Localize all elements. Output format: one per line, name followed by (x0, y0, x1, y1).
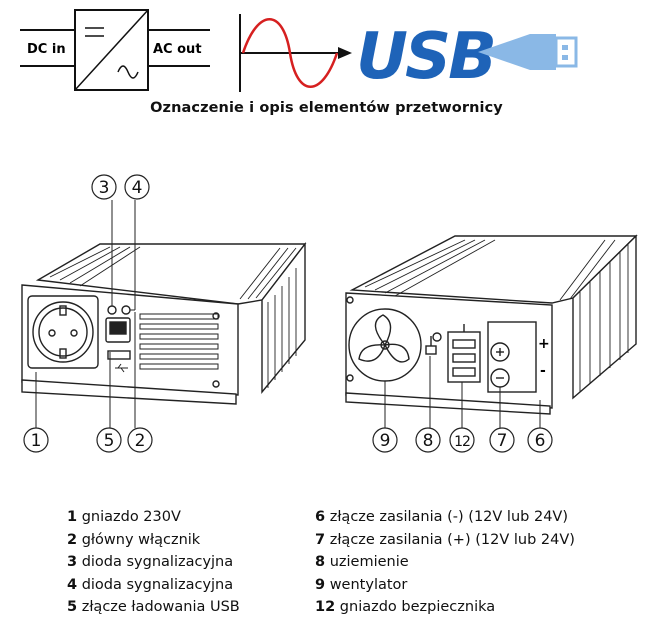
terminal-plus-sign: + (538, 336, 550, 352)
legend-item: 8 uziemienie (315, 554, 409, 570)
usb-logo: USB (356, 20, 578, 94)
usb-port-icon (115, 363, 128, 373)
inverter-drawings: + - 3 4 1 5 2 9 8 12 7 6 (21, 174, 638, 453)
ac-out-label: AC out (153, 42, 202, 57)
legend-item: 3 dioda sygnalizacyjna (67, 554, 234, 570)
legend-item: 4 dioda sygnalizacyjna (67, 576, 234, 593)
legend-item: 7 złącze zasilania (+) (12V lub 24V) (315, 531, 575, 548)
legend-item: 6 złącze zasilania (-) (12V lub 24V) (315, 509, 568, 525)
legend-item: 1 gniazdo 230V (67, 509, 181, 525)
usb-logo-text: USB (356, 20, 494, 94)
page-title: Oznaczenie i opis elementów przetwornicy (150, 100, 503, 116)
callout-7: 7 (497, 431, 508, 451)
sine-wave-symbol (239, 14, 339, 92)
callout-circles (23, 174, 553, 453)
callout-2: 2 (135, 431, 146, 451)
terminal-minus-sign: - (540, 363, 546, 379)
dc-in-label: DC in (27, 42, 66, 57)
front-view-drawing (21, 200, 307, 428)
symbols-row: DC in AC out USB (20, 9, 578, 94)
rear-view-drawing (345, 234, 638, 428)
legend-item: 9 wentylator (315, 576, 408, 593)
legend-item: 5 złącze ładowania USB (67, 599, 240, 615)
callout-5: 5 (104, 431, 115, 451)
legend-right-column: 6 złącze zasilania (-) (12V lub 24V) 7 z… (315, 506, 575, 619)
callout-3: 3 (99, 178, 110, 198)
inverter-symbol: DC in AC out (20, 9, 210, 91)
callout-8: 8 (423, 431, 434, 451)
callout-9: 9 (380, 431, 391, 451)
right-arrow-icon (338, 47, 352, 59)
callout-1: 1 (31, 431, 42, 451)
callout-6: 6 (535, 431, 546, 451)
legend-item: 12 gniazdo bezpiecznika (315, 599, 496, 615)
legend-item: 2 główny włącznik (67, 531, 201, 548)
legend-left-column: 1 gniazdo 230V 2 główny włącznik 3 dioda… (67, 506, 240, 619)
callout-4: 4 (132, 178, 143, 198)
callout-12: 12 (454, 434, 470, 450)
